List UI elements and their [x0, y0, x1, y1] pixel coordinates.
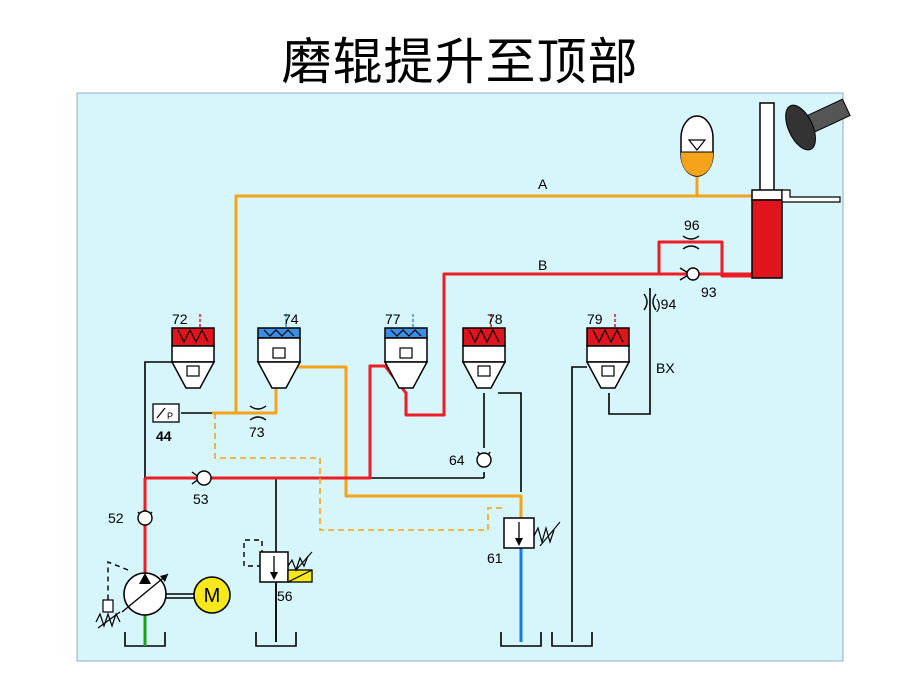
valve-78-label: 78 [487, 311, 503, 327]
page-title: 磨辊提升至顶部 [281, 33, 639, 91]
check-valve-64-icon [476, 451, 492, 468]
relief-61-label: 61 [487, 550, 503, 566]
grinding-roller-icon [785, 98, 851, 151]
line-a-label: A [538, 176, 548, 192]
pilot-lines [214, 413, 504, 531]
line-bx-label: BX [656, 360, 675, 376]
orifice-94-icon [643, 293, 657, 311]
pump-regulator-icon [95, 599, 121, 629]
valve-79 [585, 314, 631, 389]
relief-valve-61-icon [503, 517, 561, 549]
cylinder-assembly [751, 98, 851, 279]
motor-label: M [204, 585, 221, 607]
check-52-label: 52 [108, 510, 124, 526]
orifice-96-label: 96 [684, 217, 700, 233]
orifice-96-icon [682, 235, 700, 250]
orifice-73-label: 73 [249, 424, 265, 440]
orifice-73-icon [249, 405, 267, 421]
valve-77 [383, 314, 429, 389]
pump-icon [121, 572, 169, 616]
check-53-label: 53 [193, 491, 209, 507]
check-valve-52-icon [137, 510, 153, 526]
piston-rod [759, 102, 775, 192]
valve-78 [461, 314, 507, 389]
valve-72-label: 72 [172, 311, 188, 327]
pressure-switch-icon: P [152, 403, 180, 423]
check-64-label: 64 [449, 452, 465, 468]
relief-56-label: 56 [277, 588, 293, 604]
tank-symbols [124, 632, 593, 647]
rocker-arm [781, 189, 841, 203]
check-valve-53-icon [191, 470, 212, 486]
relief-valve-56-icon [259, 551, 313, 583]
line-b-label: B [538, 257, 547, 273]
valve-77-label: 77 [385, 311, 401, 327]
valve-79-label: 79 [587, 311, 603, 327]
valve-74-label: 74 [283, 311, 299, 327]
drain-lines [107, 539, 263, 600]
check-93-label: 93 [701, 284, 717, 300]
pressure-switch-label: 44 [156, 428, 172, 444]
cylinder-barrel [751, 199, 783, 279]
line-b [143, 240, 752, 574]
orifice-94-label: )94 [656, 296, 676, 312]
check-valve-93-icon [679, 267, 700, 281]
motor-icon: M [193, 576, 231, 614]
svg-text:P: P [167, 411, 173, 421]
valve-74 [256, 314, 302, 389]
cylinder-head [751, 189, 783, 201]
valve-72 [170, 314, 216, 389]
accumulator-icon [680, 115, 714, 177]
